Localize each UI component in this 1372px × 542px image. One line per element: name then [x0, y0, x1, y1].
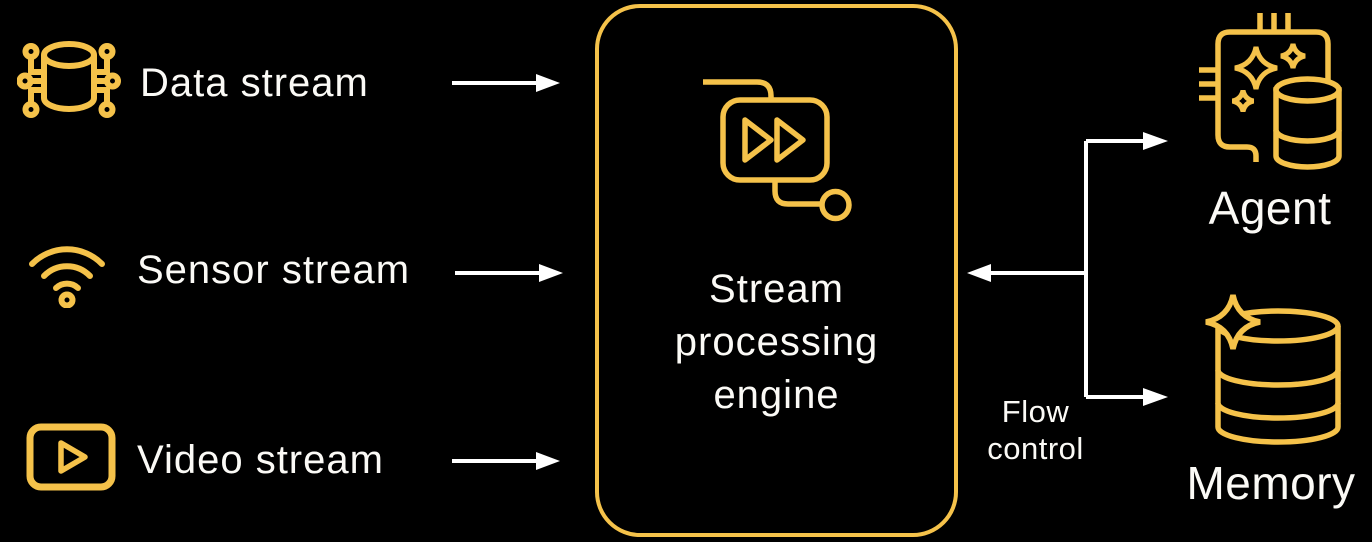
flow-control-line2: control	[987, 431, 1084, 466]
stream-processing-engine-node	[595, 4, 958, 537]
engine-label-line1: Stream	[709, 267, 844, 311]
arrow-sensor-to-engine	[455, 264, 563, 282]
flow-control-connector	[967, 132, 1168, 406]
arrow-video-to-engine	[452, 452, 560, 470]
video-play-icon	[26, 423, 116, 491]
fast-forward-flow-icon	[703, 79, 852, 222]
sparkle-database-icon	[1205, 294, 1341, 445]
output-label-agent: Agent	[1208, 182, 1332, 234]
ai-chip-sparkle-database-icon	[1199, 13, 1342, 170]
sparkle-large	[1205, 294, 1261, 350]
connected-database-icon	[17, 41, 121, 118]
sparkle-small	[1280, 43, 1306, 69]
engine-label-line2: processing	[674, 320, 879, 364]
wifi-signal-icon	[29, 246, 105, 308]
flow-control-label: Flow control	[958, 393, 1113, 467]
engine-label: Stream processing engine	[597, 263, 956, 422]
arrowhead-to-engine	[967, 264, 991, 282]
engine-label-line3: engine	[713, 373, 840, 417]
sparkle-large	[1234, 46, 1278, 90]
input-label-data-stream: Data stream	[140, 61, 369, 105]
arrow-data-to-engine	[452, 74, 560, 92]
input-label-sensor-stream: Sensor stream	[137, 248, 411, 292]
arrowhead-to-agent	[1143, 132, 1168, 150]
flow-control-line1: Flow	[1001, 394, 1070, 429]
output-label-memory: Memory	[1186, 457, 1356, 509]
arrowhead-to-memory	[1143, 388, 1168, 406]
sparkle-tiny	[1231, 89, 1255, 113]
input-label-video-stream: Video stream	[137, 438, 384, 482]
